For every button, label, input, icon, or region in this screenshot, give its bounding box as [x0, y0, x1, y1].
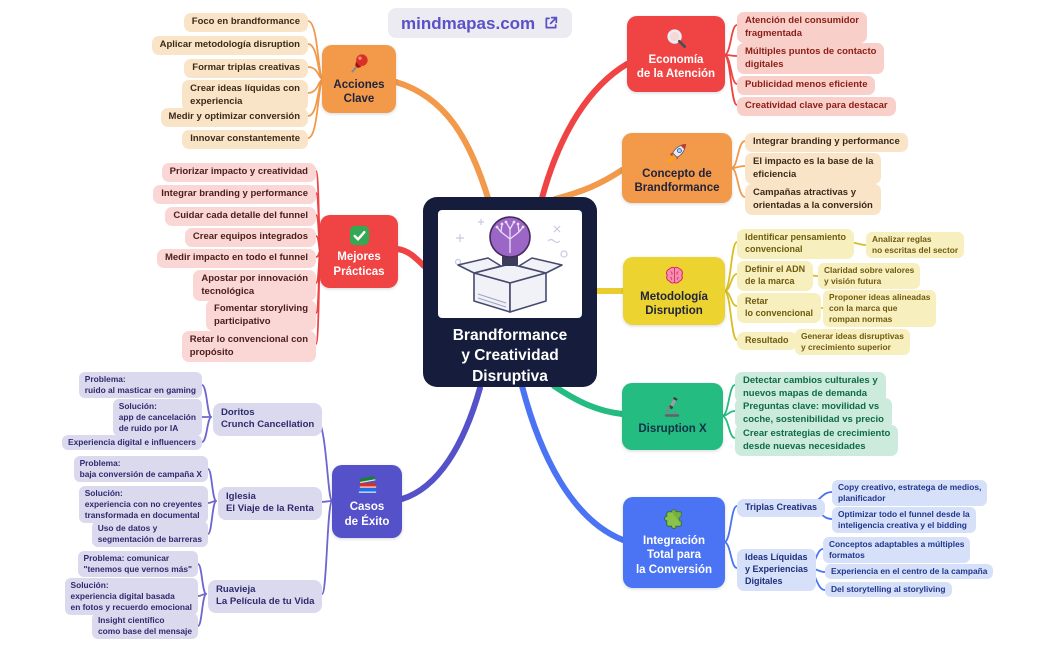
node-label: Acciones Clave [333, 78, 385, 105]
connectors-economia [724, 24, 738, 106]
integracion-triplas-item[interactable]: Copy creativo, estratega de medios, plan… [832, 480, 988, 506]
acciones-item[interactable]: Medir y optimizar conversión [160, 108, 308, 127]
metodologia-detail[interactable]: Claridad sobre valores y visión futura [818, 263, 921, 289]
curve-mejores [394, 246, 427, 269]
node-metodologia-disruption[interactable]: Metodología Disruption [623, 257, 725, 325]
integracion-ideas-item[interactable]: Conceptos adaptables a múltiples formato… [823, 537, 971, 563]
mejores-item[interactable]: Cuidar cada detalle del funnel [165, 207, 316, 226]
acciones-item[interactable]: Innovar constantemente [182, 130, 308, 149]
caso-doritos-item[interactable]: Problema: ruido al masticar en gaming [78, 372, 202, 398]
disruption-item[interactable]: Preguntas clave: movilidad vs coche, sos… [735, 398, 892, 430]
node-label: Casos de Éxito [344, 501, 390, 528]
caso-ruavieja-label[interactable]: Ruavieja La Película de tu Vida [208, 580, 323, 613]
puzzle-icon [663, 509, 682, 529]
mejores-item[interactable]: Medir impacto en todo el funnel [156, 249, 316, 268]
caso-ruavieja-item[interactable]: Insight científico como base del mensaje [91, 613, 198, 639]
connectors-mejores [315, 170, 321, 345]
brain-icon [665, 266, 683, 284]
economia-item[interactable]: Publicidad menos eficiente [737, 76, 876, 95]
economia-item[interactable]: Atención del consumidor fragmentada [737, 12, 868, 44]
site-link[interactable]: mindmapas.com [388, 8, 573, 38]
mejores-item[interactable]: Integrar branding y performance [153, 185, 316, 204]
check-icon [349, 226, 369, 246]
economia-item[interactable]: Múltiples puntos de contacto digitales [737, 43, 885, 75]
caso-doritos-label[interactable]: Doritos Crunch Cancellation [213, 403, 323, 436]
acciones-item[interactable]: Aplicar metodología disruption [151, 36, 308, 55]
node-casos-exito[interactable]: Casos de Éxito [332, 465, 402, 538]
integracion-ideas-item[interactable]: Experiencia en el centro de la campaña [825, 564, 994, 579]
caso-iglesia-label[interactable]: Iglesia El Viaje de la Renta [218, 487, 322, 520]
node-mejores-practicas[interactable]: Mejores Prácticas [320, 215, 398, 288]
connectors-acciones [307, 20, 323, 139]
curve-disruption [551, 383, 625, 417]
metodologia-step[interactable]: Resultado [737, 332, 797, 350]
lightbulb-box-illustration [454, 216, 568, 313]
concepto-item[interactable]: Campañas atractivas y orientadas a la co… [745, 184, 881, 216]
integracion-triplas-item[interactable]: Optimizar todo el funnel desde la inteli… [832, 507, 976, 533]
economia-item[interactable]: Creatividad clave para destacar [737, 97, 896, 116]
curve-integracion [519, 383, 626, 543]
curve-concepto [552, 167, 625, 202]
mejores-item[interactable]: Apostar por innovación tecnológica [193, 270, 316, 302]
node-disruption-x[interactable]: Disruption X [622, 383, 723, 450]
node-label: Metodología Disruption [640, 290, 708, 317]
caso-ruavieja-item[interactable]: Solución: experiencia digital basada en … [64, 578, 198, 615]
caso-iglesia-item[interactable]: Uso de datos y segmentación de barreras [91, 521, 208, 547]
magnifier-icon [666, 29, 686, 48]
center-illustration [438, 210, 582, 318]
node-label: Integración Total para la Conversión [635, 534, 713, 576]
mejores-item[interactable]: Priorizar impacto y creatividad [161, 163, 316, 182]
acciones-item[interactable]: Crear ideas líquidas con experiencia [182, 80, 308, 112]
acciones-item[interactable]: Formar triplas creativas [184, 59, 308, 78]
mejores-item[interactable]: Crear equipos integrados [184, 228, 316, 247]
connectors-casos [197, 384, 333, 627]
node-label: Concepto de Brandformance [634, 167, 720, 194]
metodologia-detail[interactable]: Analizar reglas no escritas del sector [866, 232, 965, 258]
connectors-disruption [722, 384, 736, 439]
site-label: mindmapas.com [401, 13, 536, 33]
integracion-ideas-label[interactable]: Ideas Líquidas y Experiencias Digitales [737, 549, 817, 591]
books-icon [358, 476, 376, 493]
node-label: Economía de la Atención [636, 53, 716, 80]
metodologia-step[interactable]: Definir el ADN de la marca [737, 261, 814, 291]
caso-doritos-item[interactable]: Experiencia digital e influencers [62, 435, 202, 450]
node-acciones-clave[interactable]: Acciones Clave [322, 45, 396, 113]
metodologia-step[interactable]: Identificar pensamiento convencional [737, 229, 855, 259]
curve-economia [539, 61, 630, 201]
mejores-item[interactable]: Retar lo convencional con propósito [181, 331, 316, 363]
caso-iglesia-item[interactable]: Solución: experiencia con no creyentes t… [78, 486, 208, 523]
mejores-item[interactable]: Fomentar storyliving participativo [206, 300, 316, 332]
caso-iglesia-item[interactable]: Problema: baja conversión de campaña X [73, 456, 208, 482]
rocket-icon [666, 143, 686, 163]
external-link-icon [545, 16, 558, 29]
caso-doritos-item[interactable]: Solución: app de cancelación de ruido po… [112, 399, 202, 436]
acciones-item[interactable]: Foco en brandformance [183, 13, 308, 32]
concepto-item[interactable]: El impacto es la base de la eficiencia [745, 153, 882, 185]
pushpin-icon [350, 54, 368, 73]
central-topic[interactable]: Brandformance y Creatividad Disruptiva [423, 197, 597, 387]
microscope-icon [664, 397, 680, 418]
disruption-item[interactable]: Crear estrategias de crecimiento desde n… [735, 425, 899, 457]
node-label: Mejores Prácticas [333, 251, 385, 278]
central-topic-title: Brandformance y Creatividad Disruptiva [452, 327, 568, 385]
caso-ruavieja-item[interactable]: Problema: comunicar "tenemos que vernos … [77, 551, 198, 577]
metodologia-detail[interactable]: Proponer ideas alineadas con la marca qu… [823, 290, 937, 327]
node-label: Disruption X [638, 423, 707, 436]
metodologia-detail[interactable]: Generar ideas disruptivas y crecimiento … [795, 329, 910, 355]
metodologia-step[interactable]: Retar lo convencional [737, 293, 822, 323]
connectors-concepto [731, 140, 746, 198]
curve-acciones [393, 79, 491, 201]
node-concepto-brandformance[interactable]: Concepto de Brandformance [622, 133, 732, 203]
disruption-item[interactable]: Detectar cambios culturales y nuevos map… [735, 372, 886, 404]
integracion-triplas-label[interactable]: Triplas Creativas [737, 499, 826, 517]
concepto-item[interactable]: Integrar branding y performance [745, 133, 908, 152]
node-economia-atencion[interactable]: Economía de la Atención [627, 16, 725, 92]
node-integracion-total[interactable]: Integración Total para la Conversión [623, 497, 725, 588]
integracion-ideas-item[interactable]: Del storytelling al storyliving [825, 582, 952, 597]
curve-casos [399, 385, 483, 502]
